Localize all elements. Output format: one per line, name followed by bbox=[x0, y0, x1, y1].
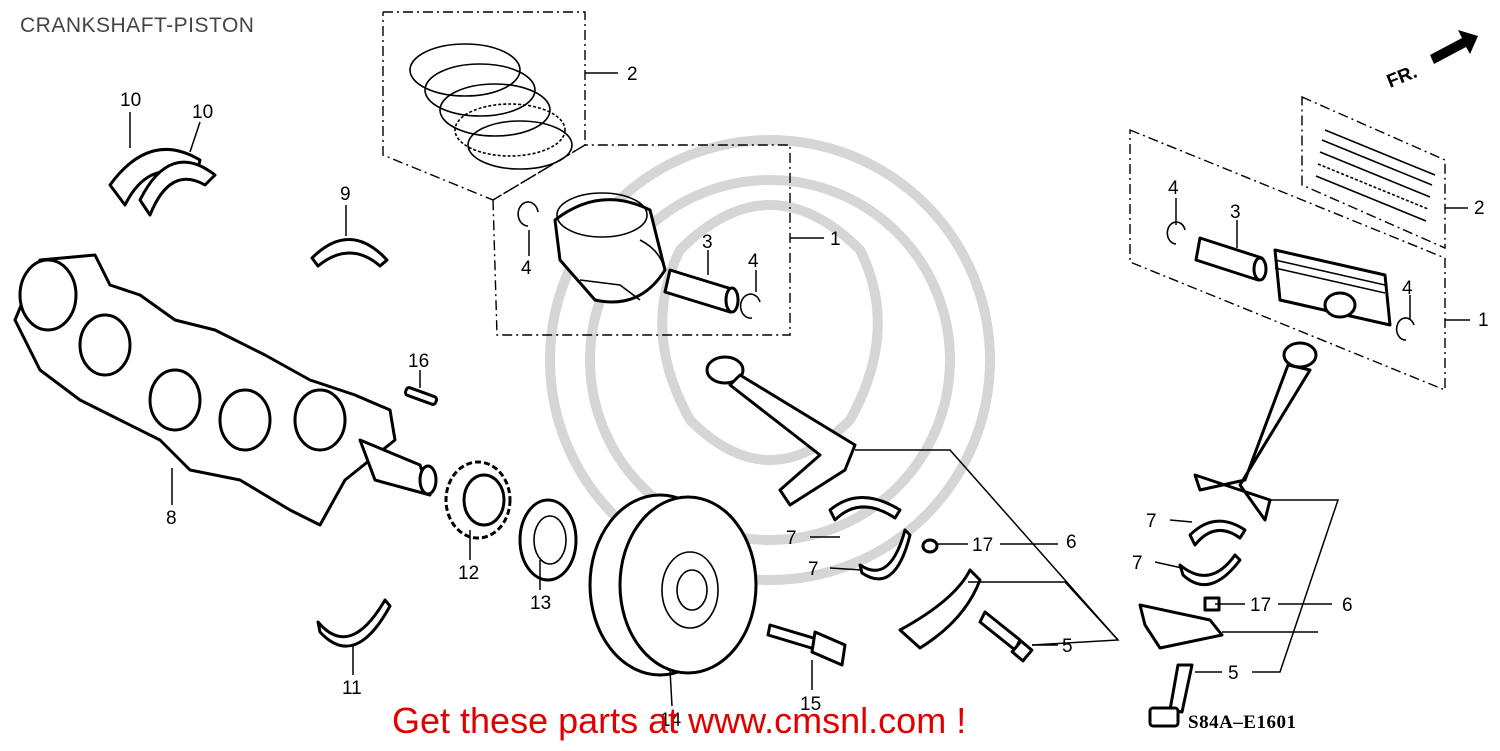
rod-cap-left bbox=[898, 568, 982, 650]
main-bearing-thrust bbox=[138, 160, 217, 217]
callout-10: 10 bbox=[192, 102, 213, 123]
leader-lines bbox=[129, 72, 1470, 707]
watermark-logo bbox=[545, 135, 995, 585]
callout-16: 16 bbox=[408, 351, 429, 372]
circlip-right-b bbox=[1395, 317, 1415, 341]
circlip-left-b bbox=[739, 293, 761, 319]
piston-ring-group-box-left bbox=[382, 11, 586, 201]
callout-12: 12 bbox=[458, 563, 479, 584]
front-arrow-icon: FR. bbox=[1384, 30, 1478, 93]
callout-1: 1 bbox=[1478, 310, 1489, 331]
circlip-right-a bbox=[1166, 221, 1186, 245]
callout-7: 7 bbox=[1132, 553, 1143, 574]
callout-10: 10 bbox=[120, 90, 141, 111]
pulley-bolt bbox=[766, 623, 847, 667]
crankshaft bbox=[13, 253, 438, 527]
callout-3: 3 bbox=[702, 232, 713, 253]
rod-bearing-left-upper bbox=[828, 496, 902, 522]
promo-link[interactable]: Get these parts at www.cmsnl.com ! bbox=[392, 700, 967, 741]
rod-bearing-left-lower bbox=[858, 528, 912, 581]
callout-7: 7 bbox=[1146, 511, 1157, 532]
callout-4: 4 bbox=[521, 258, 532, 279]
rod-bolt-left bbox=[978, 610, 1034, 663]
thrust-bearing-lower bbox=[316, 598, 392, 648]
dowel-left bbox=[921, 538, 939, 554]
rod-bearing-right-upper bbox=[1188, 519, 1247, 547]
direction-marker: FR. bbox=[1384, 62, 1420, 93]
callout-8: 8 bbox=[166, 508, 177, 529]
callout-6: 6 bbox=[1066, 532, 1077, 553]
callout-5: 5 bbox=[1228, 663, 1239, 684]
callout-15: 15 bbox=[800, 694, 821, 715]
callout-7: 7 bbox=[786, 528, 797, 549]
callout-11: 11 bbox=[342, 678, 362, 699]
connecting-rod-right bbox=[1193, 341, 1318, 522]
piston-right bbox=[1273, 248, 1392, 327]
piston-rings-left bbox=[409, 43, 573, 170]
rod-bearing-right-lower bbox=[1178, 553, 1242, 586]
callout-17: 17 bbox=[972, 535, 993, 556]
callout-7: 7 bbox=[808, 559, 819, 580]
callout-4: 4 bbox=[748, 251, 759, 272]
callout-4: 4 bbox=[1168, 178, 1179, 199]
diagram-title: CRANKSHAFT-PISTON bbox=[20, 14, 255, 37]
callout-17: 17 bbox=[1250, 595, 1271, 616]
callout-2: 2 bbox=[1474, 198, 1485, 219]
piston-ring-group-box-right bbox=[1301, 95, 1446, 250]
callout-6: 6 bbox=[1342, 595, 1353, 616]
piston-group-box-right bbox=[1129, 128, 1446, 392]
diagram-code: S84A–E1601 bbox=[1188, 712, 1297, 733]
main-bearing-lower bbox=[310, 238, 389, 268]
callout-labels: 2 10 10 9 4 3 4 1 8 16 12 13 14 11 15 7 … bbox=[120, 64, 1489, 731]
callout-3: 3 bbox=[1230, 202, 1241, 223]
piston-rings-right bbox=[1315, 129, 1436, 222]
piston-group-box-left bbox=[492, 144, 791, 336]
rod-cap-right bbox=[1138, 603, 1224, 650]
circlip-left-a bbox=[517, 201, 539, 227]
piston-pin-right bbox=[1194, 236, 1268, 282]
callout-13: 13 bbox=[530, 593, 551, 614]
piston-pin-left bbox=[663, 268, 740, 314]
callout-1: 1 bbox=[830, 229, 841, 250]
callout-4: 4 bbox=[1402, 278, 1413, 299]
callout-14: 14 bbox=[660, 710, 682, 731]
connecting-rod-left bbox=[705, 355, 857, 507]
crankshaft-pulley bbox=[588, 493, 758, 677]
oil-seal bbox=[518, 498, 578, 582]
timing-sprocket bbox=[444, 460, 512, 540]
rod-bolt-right bbox=[1148, 663, 1194, 728]
callout-9: 9 bbox=[340, 184, 351, 205]
callout-2: 2 bbox=[627, 64, 638, 85]
callout-5: 5 bbox=[1062, 636, 1073, 657]
woodruff-key bbox=[403, 386, 439, 406]
piston-left bbox=[553, 192, 667, 304]
